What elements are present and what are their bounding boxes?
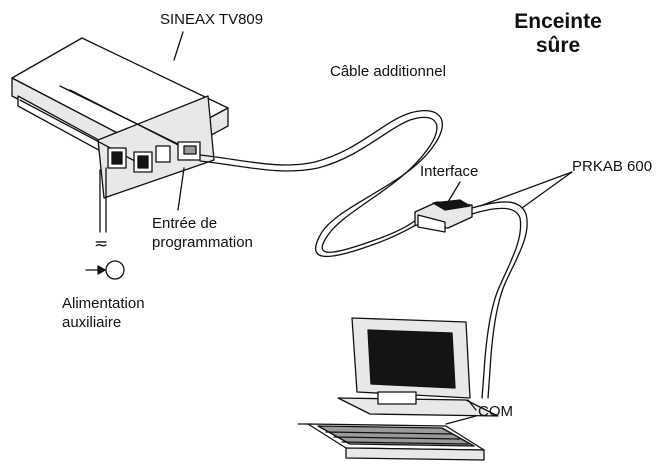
additional-cable-label: Câble additionnel — [330, 63, 446, 80]
aux-supply-label-line2: auxiliaire — [62, 314, 122, 331]
ac-dc-symbol: ≂ — [94, 234, 109, 253]
secure-zone-title-line1: Enceinte — [514, 10, 602, 33]
programming-input-label: Entrée de programmation — [152, 214, 253, 252]
aux-supply-label: Alimentation auxiliaire — [62, 294, 145, 332]
interface-label: Interface — [420, 163, 479, 180]
com-port-label: COM — [478, 403, 513, 420]
prkab-600-cable — [471, 201, 528, 399]
aux-power-terminal-icon — [85, 260, 125, 280]
programming-input-label-line2: programmation — [152, 234, 253, 251]
aux-supply-label-line1: Alimentation — [62, 295, 145, 312]
additional-cable — [199, 110, 443, 258]
aux-power-leads — [99, 167, 107, 233]
secure-zone-title: Enceinte sûre — [496, 10, 620, 58]
secure-zone-title-line2: sûre — [535, 34, 581, 57]
interface-adapter — [414, 199, 473, 233]
device-label: SINEAX TV809 — [160, 11, 264, 28]
prkab-600-label: PRKAB 600 — [572, 158, 653, 175]
sineax-tv809-device — [11, 37, 229, 199]
laptop — [297, 317, 499, 461]
leader-lines — [173, 31, 573, 411]
programming-input-label-line1: Entrée de — [152, 215, 218, 232]
